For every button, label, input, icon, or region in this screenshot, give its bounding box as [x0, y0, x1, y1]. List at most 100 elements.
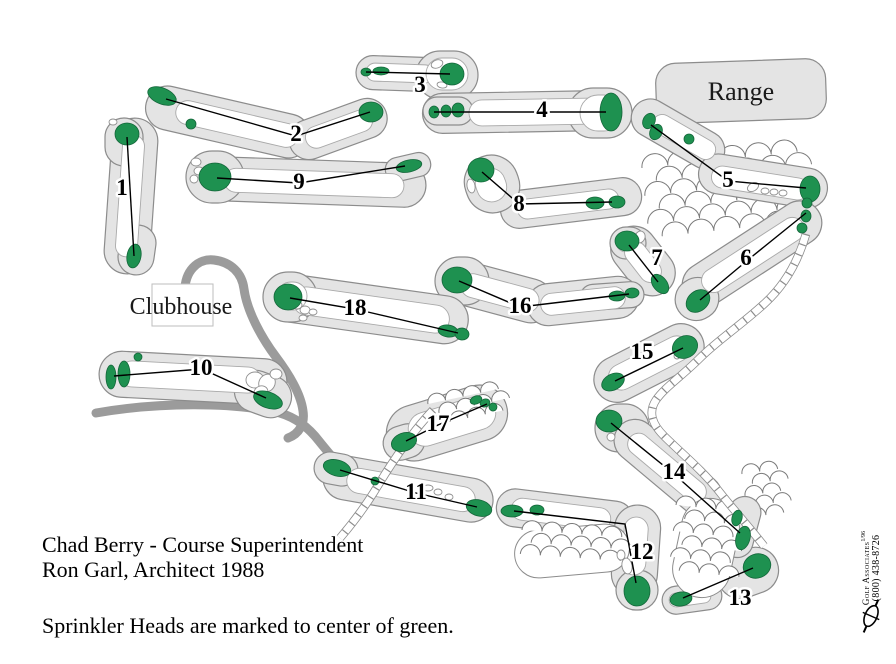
driving-range: Range: [655, 58, 827, 124]
mound-row: [678, 561, 740, 578]
hole-15: 15: [601, 335, 699, 392]
cart-path: [648, 233, 810, 549]
hole-6-number: 6: [740, 245, 752, 270]
hole-12-number: 12: [631, 539, 654, 564]
mound-row: [672, 521, 734, 538]
mound-row: [744, 482, 782, 496]
mound-patch: [670, 495, 745, 599]
hole-11-sprinkler-line: [339, 469, 478, 508]
hole-2-tee: [185, 118, 197, 130]
hole-10-tee: [105, 364, 117, 390]
hole-8: 8: [466, 157, 626, 219]
hole-9-tee: [395, 159, 423, 173]
mound-row: [530, 532, 632, 550]
hole-1-sprinkler-line: [126, 136, 135, 257]
mound-row: [438, 390, 511, 413]
clubhouse-label: Clubhouse: [130, 294, 233, 320]
hole-3-sprinkler-line: [365, 71, 451, 75]
hole-5-number: 5: [722, 167, 734, 192]
hole-3: 3: [360, 59, 465, 100]
hole-12-bunker: [616, 549, 626, 561]
hole-4-number: 4: [536, 97, 548, 122]
hole-11-bunker: [433, 488, 443, 496]
hole-18: 18: [273, 283, 470, 341]
hole-14-sprinkler-line: [610, 422, 741, 534]
hole-13: 13: [669, 553, 772, 613]
hole-10-number: 10: [190, 355, 213, 380]
hole-10-sprinkler-line: [113, 368, 267, 399]
mound-row: [519, 544, 621, 561]
hole-14-tee: [731, 509, 743, 527]
hole-12-tee: [529, 504, 545, 516]
hole-8-number: 8: [513, 191, 525, 216]
hole-11-bunker: [422, 484, 434, 492]
hole-10-tee: [133, 352, 143, 362]
hole-12-bunker: [621, 557, 633, 575]
hole-2-sprinkler-line: [165, 98, 371, 137]
cart-path: [337, 407, 436, 541]
hole-2-number: 2: [290, 121, 302, 146]
hole-16: 16: [441, 266, 640, 321]
hole-9-number: 9: [293, 169, 305, 194]
hole-16-green: [441, 266, 473, 294]
hole-5: 5: [642, 112, 821, 203]
hole-11-number: 11: [405, 479, 427, 504]
roads-layer: [91, 255, 338, 463]
hole-5-green: [799, 175, 821, 203]
hole-6-sprinkler-line: [699, 212, 807, 301]
hole-7-green: [614, 230, 640, 252]
footer-credits: Chad Berry - Course Superintendent Ron G…: [42, 532, 363, 582]
hole-11: 11: [322, 459, 493, 517]
hole-17-sprinkler-line: [405, 403, 488, 442]
hole-7-number: 7: [651, 245, 663, 270]
mound-row: [741, 460, 779, 475]
hole-17-tee: [479, 398, 491, 408]
hole-5-tee: [649, 123, 663, 141]
hole-6-tee: [796, 222, 808, 234]
clubhouse-rect: [151, 283, 214, 327]
hole-13-tee: [669, 591, 693, 607]
hole-2: 2: [147, 86, 384, 149]
hole-14-number: 14: [663, 459, 687, 484]
hole-10-tee: [117, 360, 131, 388]
mound-patch: [514, 520, 632, 579]
hole-18-bunker: [308, 308, 318, 316]
hole-17-number: 17: [427, 411, 450, 436]
hole-13-green: [742, 553, 772, 579]
hole-17-green: [391, 432, 417, 452]
hole-3-bunker: [436, 81, 448, 89]
hole-8-sprinkler-line: [481, 171, 613, 205]
hole-9-bunker: [189, 174, 199, 184]
mound-row: [670, 547, 731, 564]
hole-3-number: 3: [414, 72, 426, 97]
hole-17: 17: [391, 395, 498, 452]
hole-6: 6: [685, 197, 813, 313]
sprinkler-note: Sprinkler Heads are marked to center of …: [42, 613, 454, 638]
hole-6-tee: [800, 209, 812, 223]
hole-2-fairway-inner: [175, 100, 299, 148]
golf-associates-logo-icon: [862, 599, 880, 633]
hole-1: 1: [108, 118, 142, 269]
hole-6-tee: [801, 197, 813, 209]
hole-12-tee: [500, 504, 524, 518]
hole-11-bunker: [444, 493, 454, 501]
hole-3-bunker: [430, 59, 444, 69]
clubhouse: Clubhouse: [130, 283, 233, 327]
superintendent-line: Chad Berry - Course Superintendent: [42, 532, 364, 557]
hole-5-tee: [683, 133, 695, 145]
range-area: [655, 58, 827, 124]
mound-row: [427, 381, 499, 405]
hole-7-sprinkler-line: [628, 244, 659, 283]
hole-9: 9: [189, 157, 423, 197]
mound-row: [521, 520, 623, 538]
hole-5-tee: [642, 112, 656, 130]
mound-row: [754, 492, 792, 506]
hole-4-tee: [451, 102, 465, 118]
hole-16-number: 16: [509, 293, 532, 318]
hole-5-sprinkler-line: [650, 124, 807, 189]
hole-3-tee: [372, 66, 390, 76]
range-label: Range: [708, 77, 774, 106]
